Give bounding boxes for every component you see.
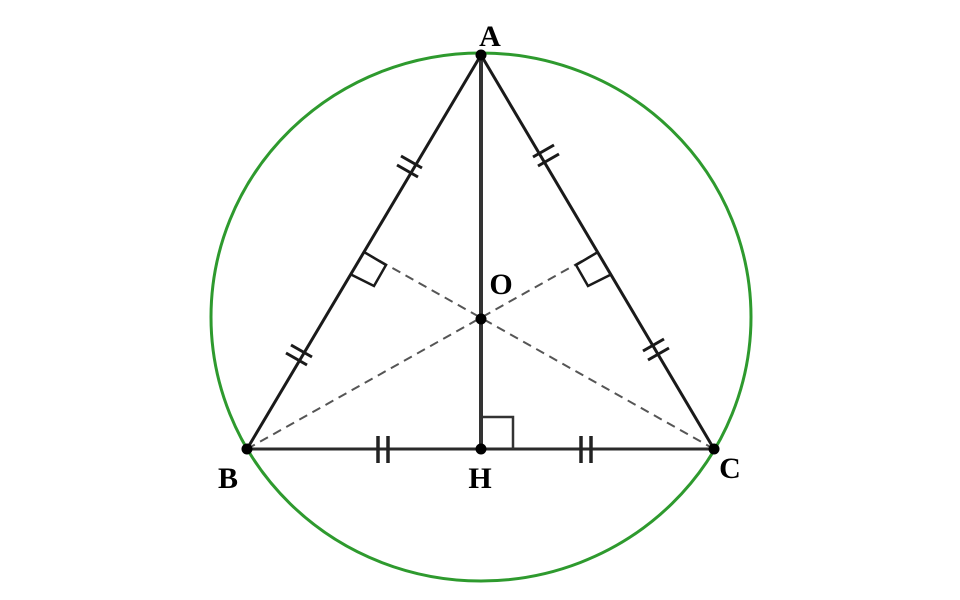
label-h: H [468, 462, 491, 495]
right-angle-marker-ac [574, 250, 613, 288]
tick-marks-hc [579, 436, 593, 463]
tick-marks-bh [376, 436, 390, 463]
tick-marks-ac-upper [532, 143, 560, 168]
label-o: O [489, 268, 512, 301]
dashed-line-b-to-ac [246, 251, 599, 450]
right-angle-marker-h [481, 415, 515, 449]
label-b: B [218, 462, 238, 495]
point-o [475, 313, 487, 325]
label-c: C [719, 452, 741, 485]
tick-marks-ab-lower [285, 343, 313, 367]
tick-marks-ab-upper [396, 154, 423, 179]
point-a [475, 49, 487, 61]
point-c [708, 443, 720, 455]
dashed-line-c-to-ab [363, 251, 715, 450]
label-a: A [479, 20, 501, 53]
point-b [241, 443, 253, 455]
right-angle-marker-ab [349, 250, 388, 288]
tick-marks-ac-lower [642, 337, 670, 362]
point-h [475, 443, 487, 455]
